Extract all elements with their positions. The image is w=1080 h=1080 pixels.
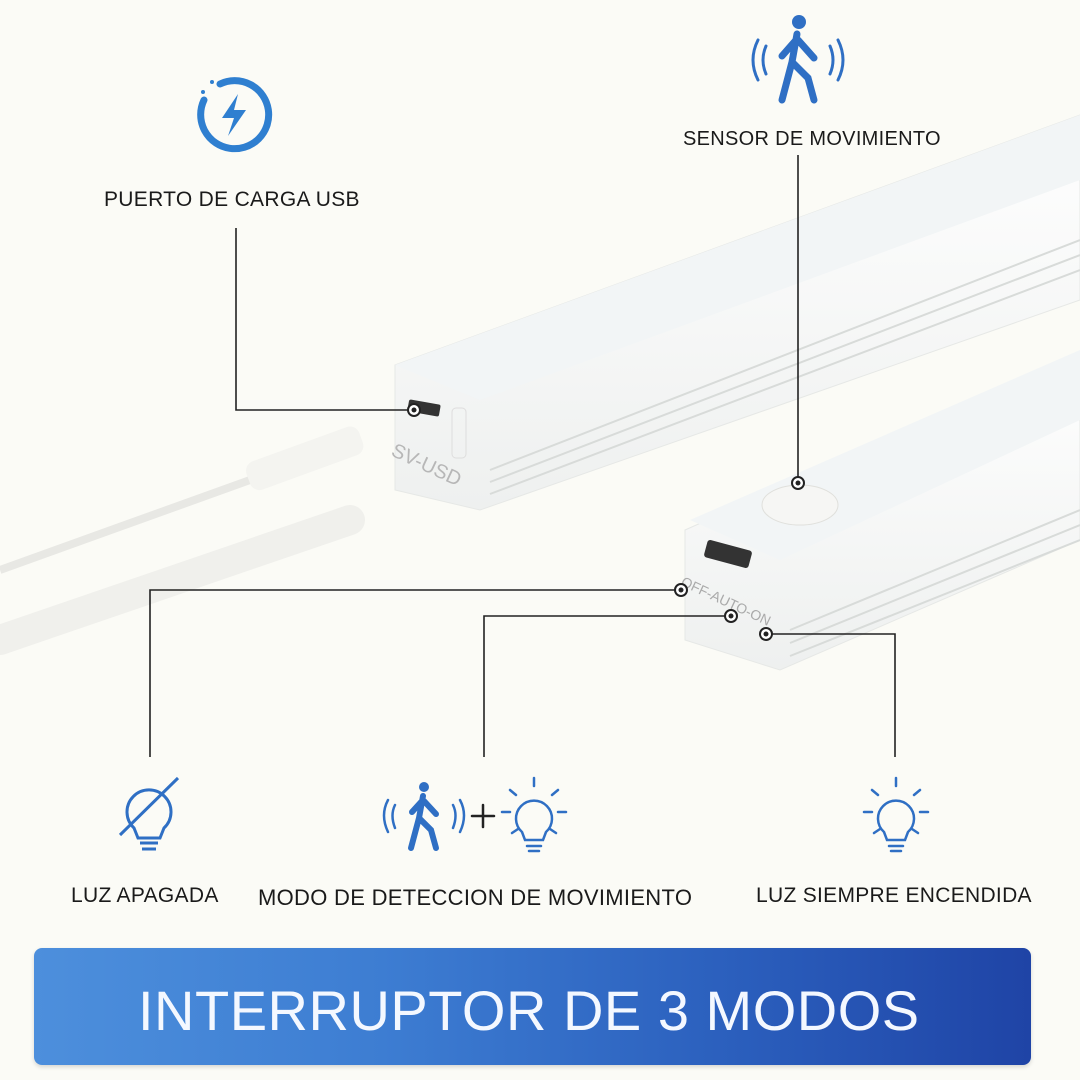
usb-cable <box>0 426 365 655</box>
bulb-off-icon <box>118 776 180 851</box>
motion-mode-label: MODO DE DETECCION DE MOVIMIENTO <box>258 885 693 910</box>
walking-person-icon <box>751 15 845 104</box>
light-bar-upper: SV-USD <box>388 114 1080 511</box>
light-bar-lower: OFF-AUTO-ON <box>679 350 1080 671</box>
usb-port-label: PUERTO DE CARGA USB <box>104 188 360 211</box>
banner-title: INTERRUPTOR DE 3 MODOS <box>138 979 920 1042</box>
bulb-on-icon <box>862 776 930 853</box>
always-on-label: LUZ SIEMPRE ENCENDIDA <box>756 884 1032 907</box>
light-off-label: LUZ APAGADA <box>71 884 219 907</box>
mode-switch-banner: INTERRUPTOR DE 3 MODOS <box>34 948 1031 1065</box>
motion-sensor-label: SENSOR DE MOVIMIENTO <box>683 128 941 150</box>
leader-lines <box>149 155 896 757</box>
motion-plus-bulb-icon <box>382 776 568 853</box>
charging-icon <box>197 77 273 153</box>
